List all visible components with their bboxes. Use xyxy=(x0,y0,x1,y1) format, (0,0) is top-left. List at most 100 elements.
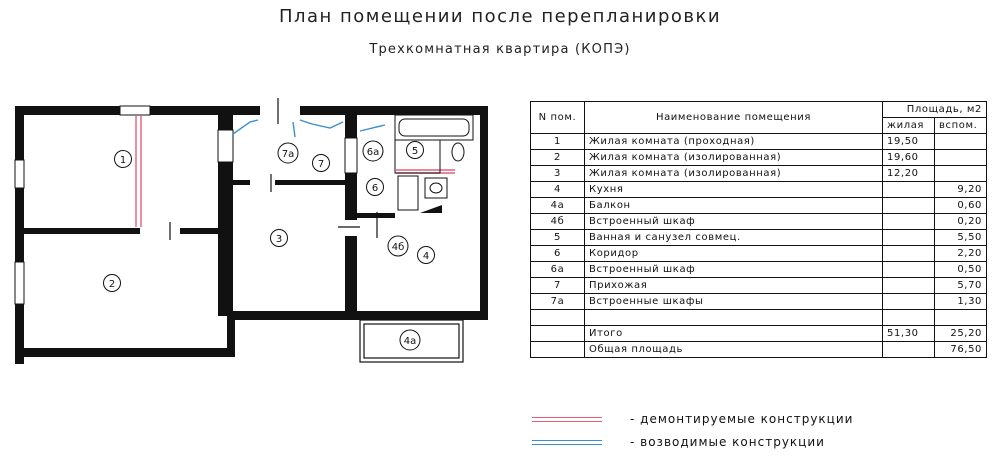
cell-aux: 25,20 xyxy=(934,325,987,342)
cell-living xyxy=(882,309,935,326)
svg-text:1: 1 xyxy=(120,155,126,166)
cell-living xyxy=(882,197,935,214)
cell-aux xyxy=(934,165,987,182)
svg-text:5: 5 xyxy=(412,146,418,157)
room-label-5: 5 xyxy=(406,141,424,159)
room-label-7: 7 xyxy=(312,154,330,172)
legend-erected: - возводимые конструкции xyxy=(532,435,825,449)
cell-living: 19,60 xyxy=(882,149,935,166)
room-label-6a: 6а xyxy=(362,140,384,162)
room-label-4: 4 xyxy=(417,246,435,264)
table-row xyxy=(530,309,987,326)
cell-name: Балкон xyxy=(584,197,883,214)
page-subtitle: Трехкомнатная квартира (КОПЭ) xyxy=(369,42,631,57)
cell-name: Встроенный шкаф xyxy=(584,213,883,230)
room-label-6: 6 xyxy=(366,178,384,196)
cell-num: 1 xyxy=(530,133,585,150)
legend-erected-swatch xyxy=(532,439,602,445)
table-row: Общая площадь 76,50 xyxy=(530,341,987,358)
legend-demolished-swatch xyxy=(532,416,602,422)
cell-aux: 0,20 xyxy=(934,213,987,230)
cell-num: 6 xyxy=(530,245,585,262)
page-title: План помещении после перепланировки xyxy=(278,6,722,27)
header-aux: вспом. xyxy=(934,117,987,134)
cell-name: Общая площадь xyxy=(584,341,883,358)
cell-name: Встроенный шкаф xyxy=(584,261,883,278)
cell-aux xyxy=(934,149,987,166)
svg-text:7а: 7а xyxy=(282,149,295,160)
svg-text:6: 6 xyxy=(372,183,378,194)
header-area: Площадь, м2 xyxy=(882,101,987,118)
floor-plan: 1 2 3 4 4а 4б 5 6 xyxy=(14,98,488,364)
cell-living xyxy=(882,293,935,310)
legend-demolished: - демонтируемые конструкции xyxy=(532,412,853,426)
room-label-4b: 4б xyxy=(387,235,409,257)
cell-living xyxy=(882,213,935,230)
cell-aux: 76,50 xyxy=(934,341,987,358)
legend-demolished-label: - демонтируемые конструкции xyxy=(630,412,854,426)
cell-name: Кухня xyxy=(584,181,883,198)
room-label-1: 1 xyxy=(114,150,132,168)
cell-living xyxy=(882,261,935,278)
cell-num: 3 xyxy=(530,165,585,182)
cell-name: Коридор xyxy=(584,245,883,262)
cell-name: Ванная и санузел совмец. xyxy=(584,229,883,246)
cell-living xyxy=(882,245,935,262)
header-name: Наименование помещения xyxy=(584,101,883,134)
cell-name xyxy=(584,309,883,326)
cell-num: 5 xyxy=(530,229,585,246)
cell-name: Итого xyxy=(584,325,883,342)
cell-num xyxy=(530,325,585,342)
cell-num: 4 xyxy=(530,181,585,198)
cell-name: Встроенные шкафы xyxy=(584,293,883,310)
cell-living: 19,50 xyxy=(882,133,935,150)
cell-living xyxy=(882,277,935,294)
cell-num: 4а xyxy=(530,197,585,214)
cell-aux: 5,50 xyxy=(934,229,987,246)
room-label-2: 2 xyxy=(103,274,121,292)
cell-num: 7а xyxy=(530,293,585,310)
cell-aux xyxy=(934,133,987,150)
cell-name: Жилая комната (изолированная) xyxy=(584,149,883,166)
svg-text:4: 4 xyxy=(423,251,429,262)
cell-num xyxy=(530,309,585,326)
cell-name: Жилая комната (изолированная) xyxy=(584,165,883,182)
cell-num: 7 xyxy=(530,277,585,294)
svg-text:6а: 6а xyxy=(367,147,380,158)
header-living: жилая xyxy=(882,117,935,134)
cell-aux: 5,70 xyxy=(934,277,987,294)
cell-num: 2 xyxy=(530,149,585,166)
cell-living xyxy=(882,181,935,198)
cell-num xyxy=(530,341,585,358)
cell-living: 12,20 xyxy=(882,165,935,182)
rooms-table: N пом. Наименование помещения Площадь, м… xyxy=(530,101,987,358)
cell-name: Жилая комната (проходная) xyxy=(584,133,883,150)
cell-num: 4б xyxy=(530,213,585,230)
svg-text:4а: 4а xyxy=(404,336,417,347)
legend-erected-label: - возводимые конструкции xyxy=(630,435,825,449)
svg-text:4б: 4б xyxy=(392,242,405,253)
cell-name: Прихожая xyxy=(584,277,883,294)
svg-text:3: 3 xyxy=(276,234,282,245)
header-num: N пом. xyxy=(530,101,585,134)
svg-text:7: 7 xyxy=(318,159,324,170)
svg-text:2: 2 xyxy=(109,279,115,290)
cell-living xyxy=(882,341,935,358)
cell-num: 6а xyxy=(530,261,585,278)
room-label-7a: 7а xyxy=(277,142,299,164)
cell-aux xyxy=(934,309,987,326)
cell-living: 51,30 xyxy=(882,325,935,342)
cell-aux: 0,60 xyxy=(934,197,987,214)
